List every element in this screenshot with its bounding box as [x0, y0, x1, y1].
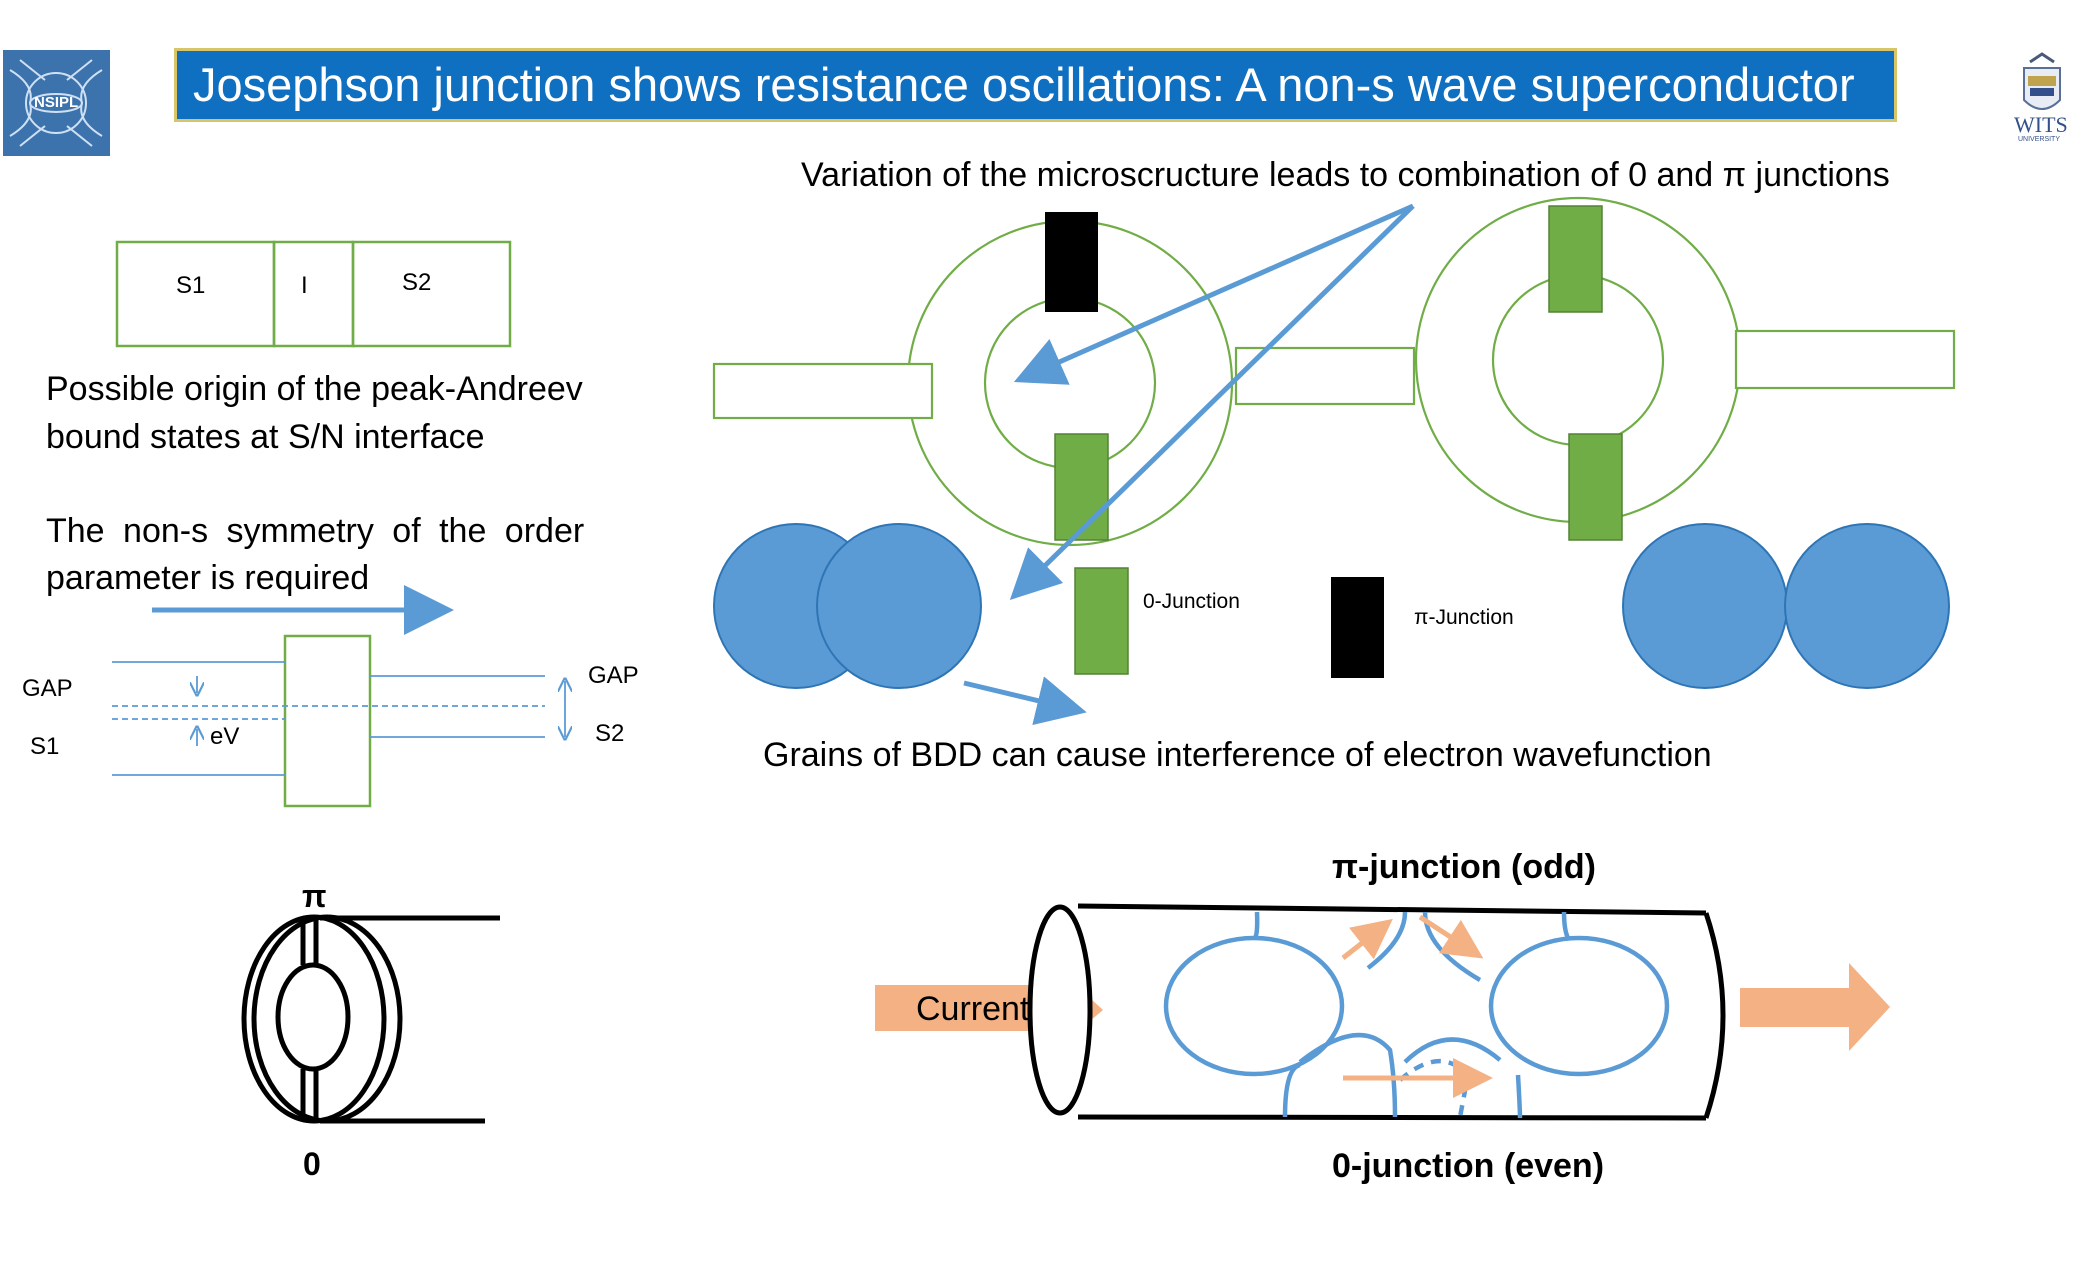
- gap-label-right: GAP: [588, 662, 639, 689]
- gap-energy-diagram: [112, 634, 565, 808]
- sis-label-i: I: [301, 272, 308, 299]
- legend-zero-junction: 0-Junction: [1143, 590, 1240, 613]
- sis-label-s2: S2: [402, 269, 432, 296]
- origin-text-line2: bound states at S/N interface: [46, 418, 485, 456]
- pi-junction-block: [1045, 212, 1098, 312]
- wits-logo: [2023, 52, 2061, 110]
- cylinder-zero-label: 0-junction (even): [1332, 1147, 1605, 1185]
- bdd-grains: [713, 523, 1950, 689]
- sis-junction-diagram: [115, 240, 512, 348]
- legend-pi-swatch: [1331, 577, 1384, 678]
- ring-junction-diagram: [241, 914, 500, 1124]
- sis-label-s1: S1: [176, 272, 206, 299]
- zero-junction-block: [1568, 433, 1623, 541]
- gap-label-left: GAP: [22, 675, 73, 702]
- gap-label-ev: eV: [210, 723, 240, 750]
- nsipl-logo: [3, 50, 110, 156]
- ring-pi-label: π: [302, 878, 327, 914]
- microstructure-caption: Variation of the microscructure leads to…: [801, 156, 1890, 194]
- wits-logo-subtext: UNIVERSITY: [2018, 136, 2061, 143]
- wits-logo-text: WITS: [2014, 112, 2068, 137]
- legend-zero-swatch: [1074, 567, 1129, 675]
- nsipl-logo-text: NSIPL: [34, 94, 79, 111]
- current-arrow-out: [1740, 963, 1890, 1051]
- nons-text-line1: The non-s symmetry of the order: [46, 512, 585, 550]
- gap-label-s2: S2: [595, 720, 625, 747]
- zero-junction-block: [1548, 205, 1603, 313]
- ring-zero-label: 0: [303, 1146, 321, 1182]
- grains-caption: Grains of BDD can cause interference of …: [763, 736, 1712, 774]
- gap-label-s1: S1: [30, 733, 60, 760]
- slide-title: Josephson junction shows resistance osci…: [193, 58, 1855, 111]
- nons-text-line2: parameter is required: [46, 559, 370, 597]
- grains-arrow: [963, 676, 1087, 726]
- zero-junction-block: [1054, 433, 1109, 541]
- cylinder-diagram: [875, 903, 1890, 1121]
- current-label: Current: [916, 990, 1030, 1028]
- title-bar: Josephson junction shows resistance osci…: [174, 48, 1897, 122]
- legend-pi-junction: π-Junction: [1414, 606, 1514, 629]
- microstructure-diagram: [712, 196, 1956, 678]
- cylinder-pi-label: π-junction (odd): [1332, 848, 1596, 886]
- origin-text-line1: Possible origin of the peak-Andreev: [46, 370, 583, 408]
